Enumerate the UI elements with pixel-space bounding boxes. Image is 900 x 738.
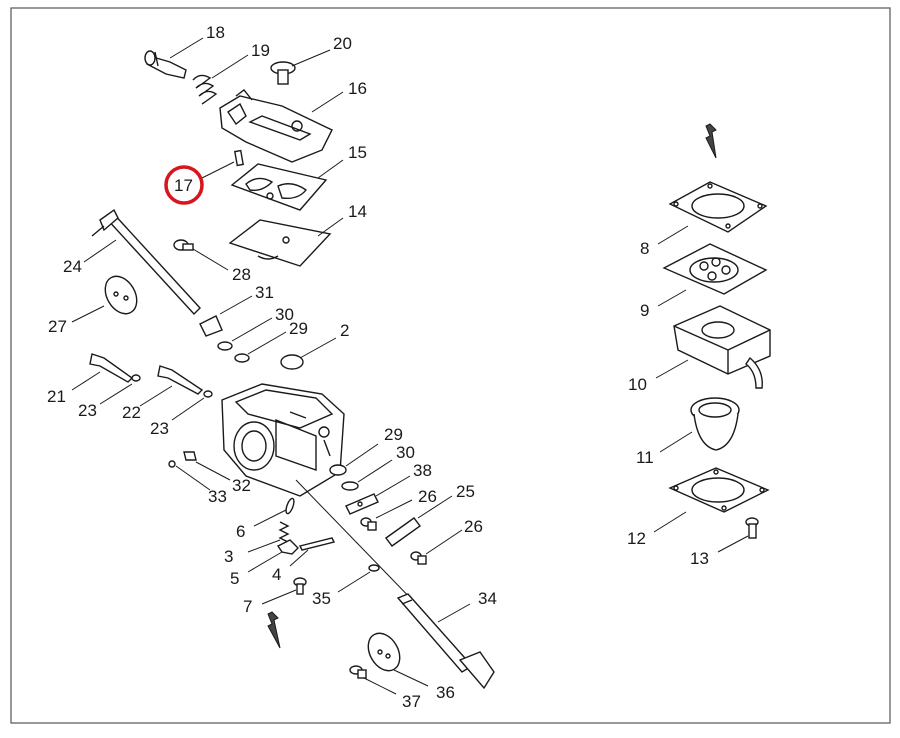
label-part-28: 28 — [232, 265, 251, 284]
label-part-18: 18 — [206, 23, 225, 42]
part-17-pin — [234, 149, 244, 167]
diagram-frame — [10, 7, 891, 724]
part-27-throttle-plate — [104, 275, 138, 315]
part-29-seal-lower — [329, 464, 347, 476]
part-2-welch-plug — [280, 354, 304, 370]
label-part-17: 17 — [174, 176, 193, 195]
part-36-choke-plate — [367, 632, 401, 672]
label-part-26a: 26 — [418, 487, 437, 506]
part-20-screw — [270, 61, 296, 85]
label-part-29a: 29 — [289, 319, 308, 338]
part-30-washer-lower — [341, 481, 359, 491]
part-9-diaphragm — [662, 243, 768, 295]
label-part-14: 14 — [348, 202, 367, 221]
part-17-highlight-circle — [164, 165, 204, 205]
part-8-gasket — [668, 181, 768, 233]
part-28-screw — [173, 239, 194, 251]
part-25-lever — [385, 517, 421, 547]
part-29-seal-upper — [234, 353, 250, 363]
part-26-screw-lower — [410, 551, 427, 565]
part-31-bushing — [199, 315, 223, 337]
part-37-screw — [349, 665, 367, 679]
label-part-27: 27 — [48, 317, 67, 336]
label-part-9: 9 — [640, 301, 649, 320]
arrow-down-right-icon — [705, 123, 717, 159]
label-part-5: 5 — [230, 569, 239, 588]
label-part-4: 4 — [272, 565, 281, 584]
label-part-38: 38 — [413, 461, 432, 480]
label-part-26b: 26 — [464, 517, 483, 536]
part-34-choke-shaft — [396, 593, 495, 690]
part-18-needle-valve — [144, 50, 187, 79]
label-part-29b: 29 — [384, 425, 403, 444]
label-part-7: 7 — [243, 597, 252, 616]
part-7-screw — [293, 577, 307, 595]
label-part-30b: 30 — [396, 443, 415, 462]
label-part-31: 31 — [255, 283, 274, 302]
label-part-37: 37 — [402, 692, 421, 711]
label-part-16: 16 — [348, 79, 367, 98]
label-part-10: 10 — [628, 375, 647, 394]
label-part-23a: 23 — [78, 401, 97, 420]
label-part-21: 21 — [47, 387, 66, 406]
part-12-flange — [668, 467, 770, 513]
label-part-19: 19 — [251, 41, 270, 60]
part-13-screw — [745, 517, 759, 539]
label-part-25: 25 — [456, 482, 475, 501]
label-part-35: 35 — [312, 589, 331, 608]
label-part-12: 12 — [627, 529, 646, 548]
label-part-24: 24 — [63, 257, 82, 276]
part-6-needle — [285, 497, 295, 515]
part-16-metering-lever-housing — [219, 89, 333, 163]
part-21-needle-low — [89, 353, 141, 383]
part-4-pin — [298, 537, 336, 551]
label-part-34: 34 — [478, 589, 497, 608]
part-3-spring — [278, 521, 290, 543]
label-part-20: 20 — [333, 34, 352, 53]
part-24-throttle-shaft — [91, 208, 201, 316]
label-part-33: 33 — [208, 487, 227, 506]
part-35-e-clip — [368, 564, 380, 572]
part-22-needle-high — [157, 365, 213, 398]
part-38-bracket — [345, 493, 379, 515]
part-33-ball — [168, 460, 176, 468]
label-part-23b: 23 — [150, 419, 169, 438]
arrow-down-left-icon — [267, 611, 281, 649]
label-part-30a: 30 — [275, 305, 294, 324]
part-5-lever — [276, 539, 299, 555]
label-part-11: 11 — [636, 448, 654, 467]
label-part-2: 2 — [340, 321, 349, 340]
label-part-32: 32 — [232, 476, 251, 495]
part-26-screw-upper — [360, 517, 377, 531]
part-15-gasket — [230, 163, 328, 211]
label-part-6: 6 — [236, 522, 245, 541]
part-19-spring — [192, 74, 218, 105]
label-part-22: 22 — [122, 403, 141, 422]
label-part-13: 13 — [690, 549, 709, 568]
part-10-pump-cover — [673, 305, 771, 389]
label-part-3: 3 — [224, 547, 233, 566]
label-part-36: 36 — [436, 683, 455, 702]
label-part-15: 15 — [348, 143, 367, 162]
label-part-8: 8 — [640, 239, 649, 258]
part-11-primer-bulb — [690, 397, 740, 451]
part-30-washer-upper — [217, 341, 233, 351]
part-32-screen — [183, 451, 197, 461]
carburetor-body — [221, 383, 345, 497]
part-14-diaphragm — [228, 219, 332, 267]
